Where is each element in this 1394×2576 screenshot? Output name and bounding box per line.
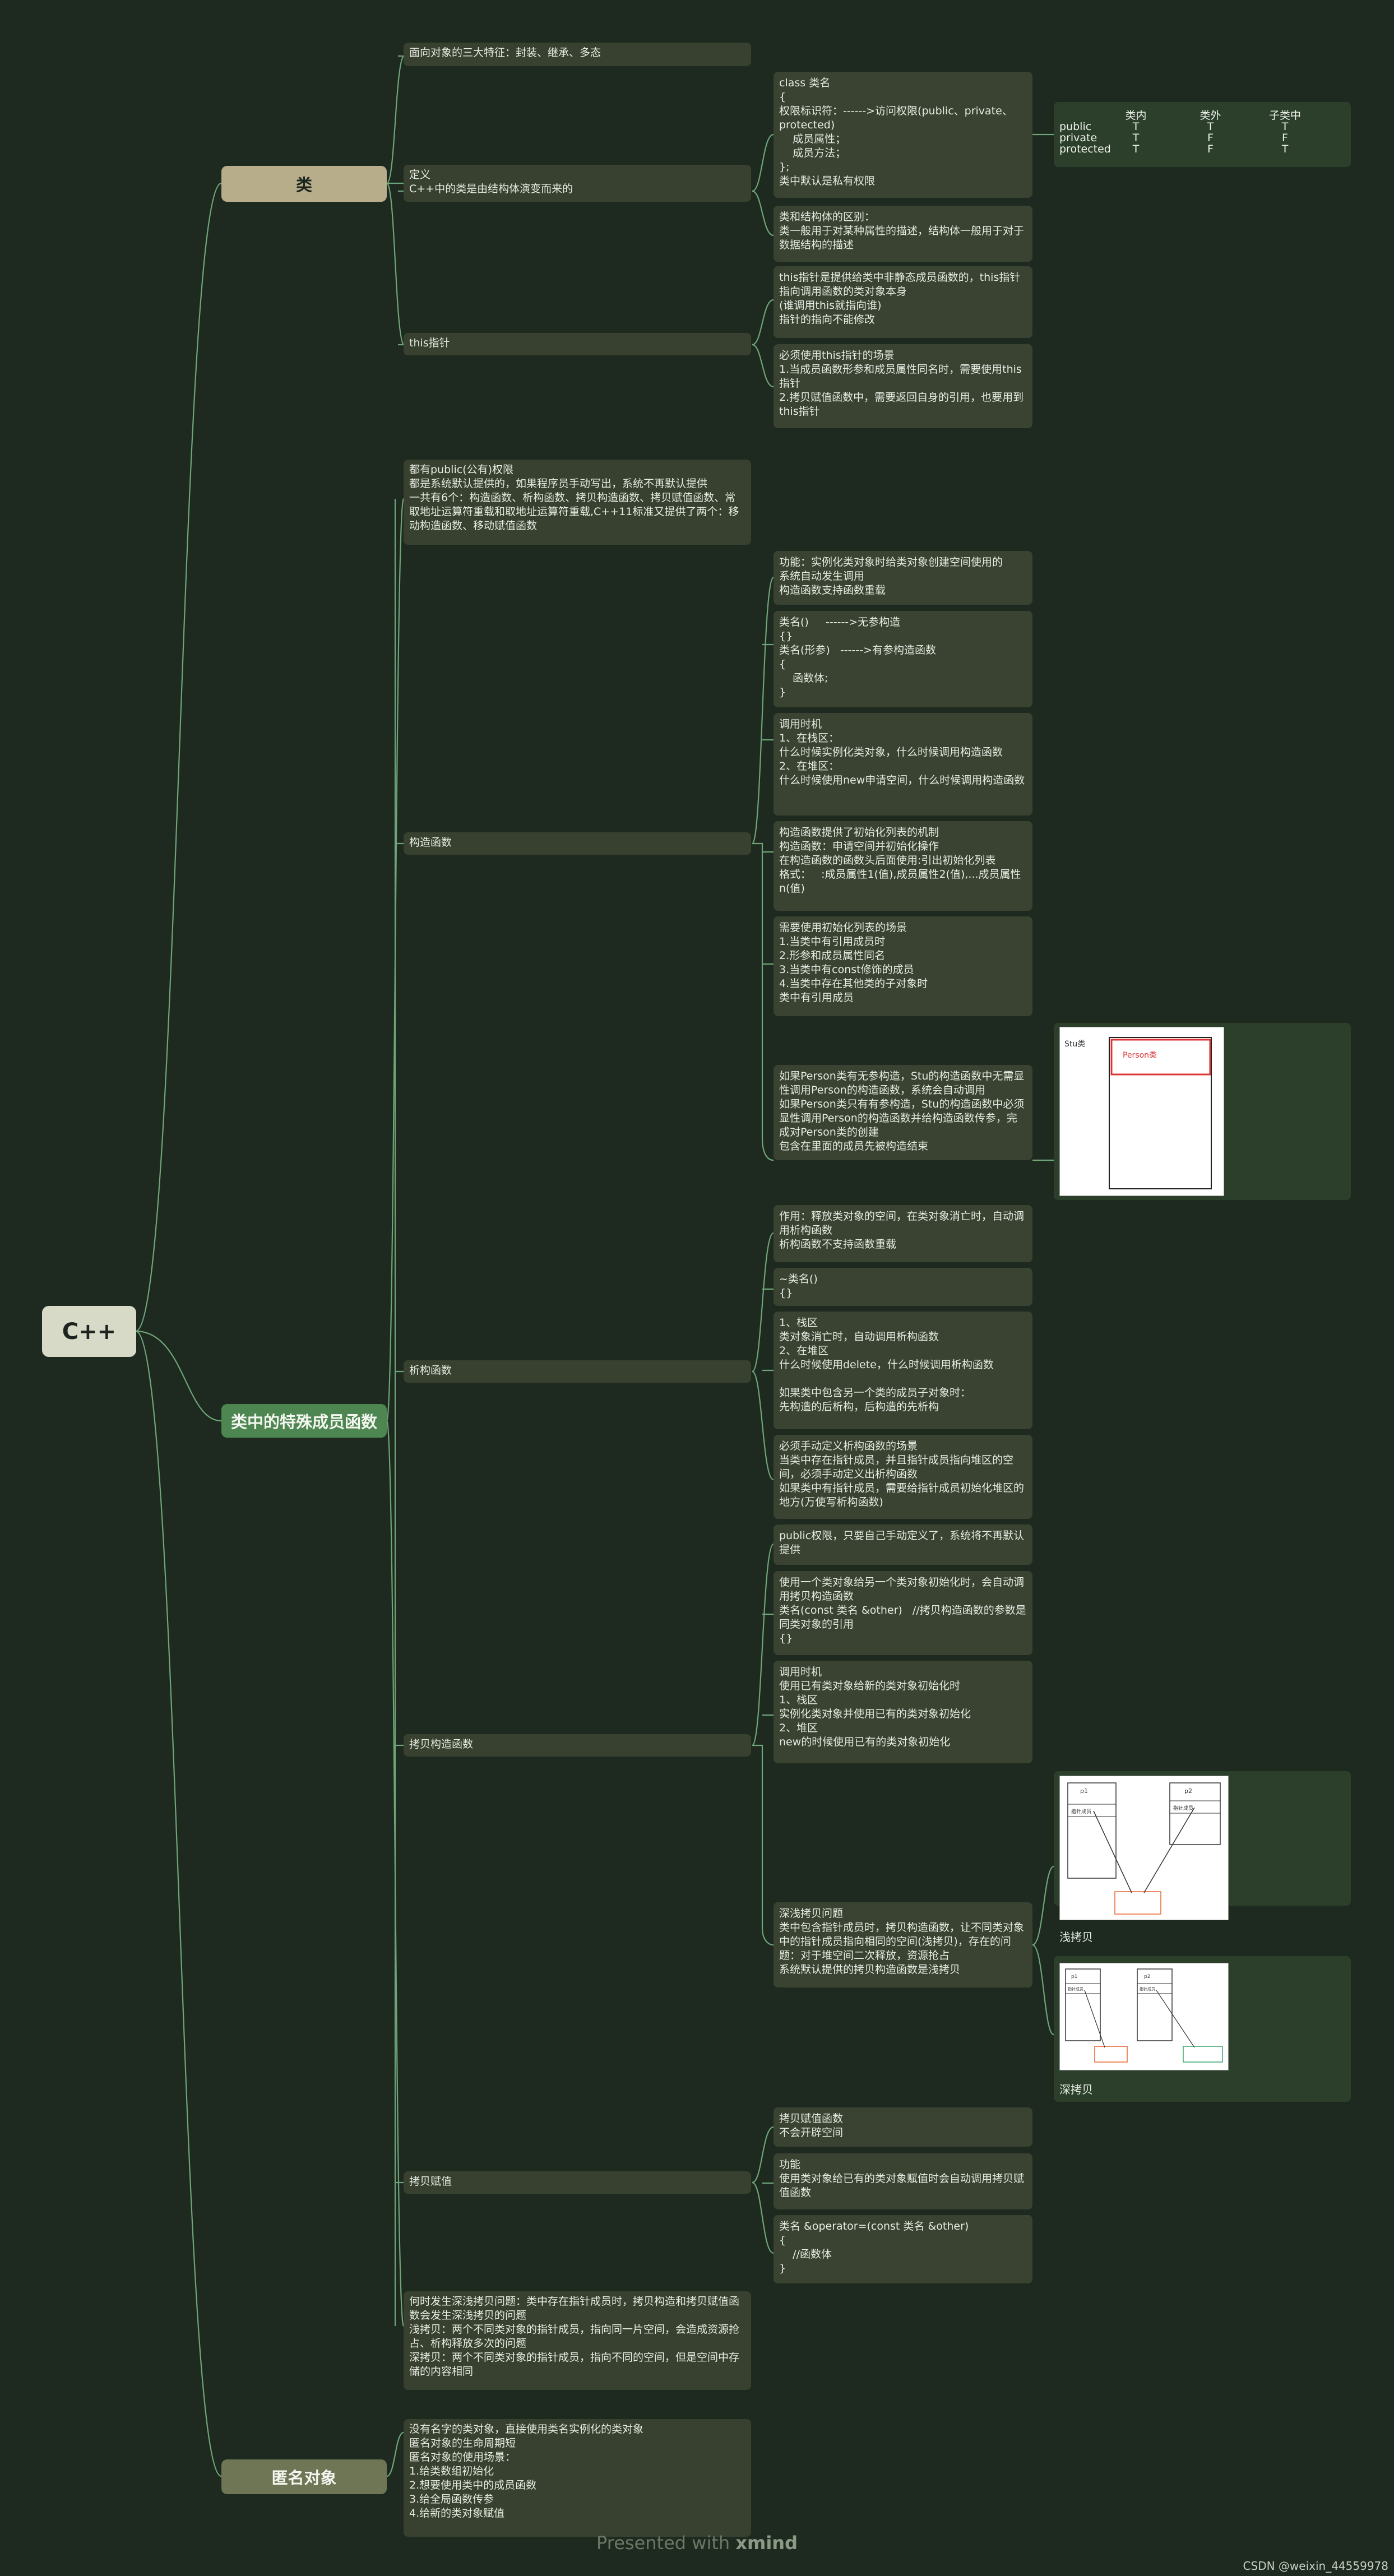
copy-ctor-timing-text: 调用时机 使用已有类对象给新的类对象初始化时 1、栈区 实例化类对象并使用已有的…: [779, 1666, 971, 1748]
constructor-node[interactable]: 构造函数: [404, 832, 751, 855]
default-members-text: 都有public(公有)权限 都是系统默认提供的，如果程序员手动写出，系统不再默…: [409, 464, 739, 532]
copy-ctor-access-node[interactable]: public权限，只要自己手动定义了，系统将不再默认提供: [774, 1525, 1032, 1565]
footer-prefix: Presented with: [596, 2532, 736, 2554]
shallow-p2-label: p2: [1184, 1787, 1192, 1795]
copy-constructor-node[interactable]: 拷贝构造函数: [404, 1734, 751, 1757]
deep-p2-field: 指针成员: [1140, 1986, 1155, 1991]
this-pointer-node[interactable]: this指针: [404, 333, 751, 355]
class-features-text: 面向对象的三大特征：封装、继承、多态: [409, 47, 601, 59]
ctor-timing-text: 调用时机 1、在栈区： 什么时候实例化类对象，什么时候调用构造函数 2、在堆区：…: [779, 718, 1025, 786]
ctor-syntax-node[interactable]: 类名() ------>无参构造 {} 类名(形参) ------>有参构造函数…: [774, 611, 1032, 707]
deep-shallow-note-text: 何时发生深浅拷贝问题：类中存在指针成员时，拷贝构造和拷贝赋值函数会发生深浅拷贝的…: [409, 2295, 740, 2378]
ctor-syntax-text: 类名() ------>无参构造 {} 类名(形参) ------>有参构造函数…: [779, 616, 937, 698]
copy-assignment-label: 拷贝赋值: [409, 2175, 452, 2188]
dtor-manual-node[interactable]: 必须手动定义析构函数的场景 当类中存在指针成员，并且指针成员指向堆区的空间，必须…: [774, 1435, 1032, 1519]
class-definition-node[interactable]: 定义 C++中的类是由结构体演变而来的: [404, 165, 751, 202]
ctor-subobject-node[interactable]: 如果Person类有无参构造，Stu的构造函数中无需显性调用Person的构造函…: [774, 1065, 1032, 1160]
main-node-special-members[interactable]: 类中的特殊成员函数: [221, 1404, 387, 1438]
this-pointer-usage-text: 必须使用this指针的场景 1.当成员函数形参和成员属性同名时，需要使用this…: [779, 349, 1024, 418]
main-node-special-label: 类中的特殊成员函数: [230, 1412, 377, 1431]
deep-shallow-copy-node[interactable]: 深浅拷贝问题 类中包含指针成员时，拷贝构造函数，让不同类对象中的指针成员指向相同…: [774, 1902, 1032, 1987]
deep-copy-diagram: p1 p2 指针成员 指针成员: [1059, 1963, 1229, 2070]
deep-p1-label: p1: [1071, 1974, 1077, 1980]
class-features-node[interactable]: 面向对象的三大特征：封装、继承、多态: [404, 43, 751, 66]
footer-watermark: Presented with xmind: [0, 2532, 1394, 2554]
copy-constructor-label: 拷贝构造函数: [409, 1738, 474, 1750]
shallow-p2-field: 指针成员: [1173, 1805, 1193, 1811]
class-vs-struct-text: 类和结构体的区别： 类一般用于对某种属性的描述，结构体一般用于对于数据结构的描述: [779, 211, 1025, 251]
copy-ctor-syntax-text: 使用一个类对象给另一个类对象初始化时，会自动调用拷贝构造函数 类名(const …: [779, 1576, 1026, 1644]
main-node-class[interactable]: 类: [221, 166, 387, 202]
dtor-manual-text: 必须手动定义析构函数的场景 当类中存在指针成员，并且指针成员指向堆区的空间，必须…: [779, 1440, 1025, 1508]
ctor-init-list-cases-node[interactable]: 需要使用初始化列表的场景 1.当类中有引用成员时 2.形参和成员属性同名 3.当…: [774, 916, 1032, 1016]
deep-p1-field: 指针成员: [1068, 1986, 1083, 1991]
main-node-class-label: 类: [295, 175, 312, 194]
copy-ctor-syntax-node[interactable]: 使用一个类对象给另一个类对象初始化时，会自动调用拷贝构造函数 类名(const …: [774, 1571, 1032, 1655]
class-syntax-text: class 类名 { 权限标识符：------>访问权限(public、priv…: [779, 77, 1013, 187]
root-node[interactable]: C++: [42, 1306, 136, 1357]
access-table-header: 类内 类外 子类中: [1125, 109, 1301, 122]
access-table-row: public T T T: [1059, 121, 1289, 133]
ctor-function-node[interactable]: 功能：实例化类对象时给类对象创建空间使用的 系统自动发生调用 构造函数支持函数重…: [774, 551, 1032, 605]
access-table-panel: [1054, 102, 1351, 167]
copy-assign-desc-text: 拷贝赋值函数 不会开辟空间: [779, 2112, 844, 2139]
stu-class-label: Stu类: [1064, 1040, 1085, 1049]
shallow-p1-label: p1: [1080, 1787, 1088, 1795]
access-table-row: protected T F T: [1059, 143, 1289, 155]
destructor-label: 析构函数: [409, 1364, 452, 1377]
dtor-syntax-text: ~类名() {}: [779, 1273, 818, 1299]
shallow-copy-caption: 浅拷贝: [1059, 1930, 1093, 1944]
this-pointer-desc-text: this指针是提供给类中非静态成员函数的，this指针指向调用函数的类对象本身 …: [779, 271, 1021, 326]
ctor-init-list-cases-text: 需要使用初始化列表的场景 1.当类中有引用成员时 2.形参和成员属性同名 3.当…: [779, 921, 928, 1004]
ctor-timing-node[interactable]: 调用时机 1、在栈区： 什么时候实例化类对象，什么时候调用构造函数 2、在堆区：…: [774, 713, 1032, 816]
main-node-anonymous-object[interactable]: 匿名对象: [221, 2459, 387, 2494]
this-pointer-usage-node[interactable]: 必须使用this指针的场景 1.当成员函数形参和成员属性同名时，需要使用this…: [774, 344, 1032, 428]
dtor-syntax-node[interactable]: ~类名() {}: [774, 1268, 1032, 1306]
copy-assign-function-node[interactable]: 功能 使用类对象给已有的类对象赋值时会自动调用拷贝赋值函数: [774, 2153, 1032, 2209]
ctor-subobject-text: 如果Person类有无参构造，Stu的构造函数中无需显性调用Person的构造函…: [779, 1070, 1025, 1152]
copy-assign-function-text: 功能 使用类对象给已有的类对象赋值时会自动调用拷贝赋值函数: [779, 2158, 1025, 2199]
deep-copy-caption: 深拷贝: [1059, 2083, 1093, 2096]
copy-assign-syntax-node[interactable]: 类名 &operator=(const 类名 &other) { //函数体 }: [774, 2215, 1032, 2283]
shallow-p1-field: 指针成员: [1071, 1808, 1091, 1815]
deep-p2-label: p2: [1144, 1974, 1150, 1980]
ctor-function-text: 功能：实例化类对象时给类对象创建空间使用的 系统自动发生调用 构造函数支持函数重…: [779, 556, 1003, 596]
anonymous-object-desc-text: 没有名字的类对象，直接使用类名实例化的类对象 匿名对象的生命周期短 匿名对象的使…: [409, 2423, 644, 2519]
default-members-node[interactable]: 都有public(公有)权限 都是系统默认提供的，如果程序员手动写出，系统不再默…: [404, 460, 751, 545]
copy-assign-syntax-text: 类名 &operator=(const 类名 &other) { //函数体 }: [779, 2220, 969, 2274]
dtor-timing-node[interactable]: 1、栈区 类对象消亡时，自动调用析构函数 2、在堆区 什么时候使用delete，…: [774, 1312, 1032, 1429]
stu-person-diagram: Stu类 Person类: [1059, 1027, 1224, 1196]
footer-brand: xmind: [735, 2532, 798, 2554]
person-class-label: Person类: [1123, 1051, 1157, 1060]
deep-shallow-copy-text: 深浅拷贝问题 类中包含指针成员时，拷贝构造函数，让不同类对象中的指针成员指向相同…: [779, 1907, 1025, 1976]
deep-shallow-note-node[interactable]: 何时发生深浅拷贝问题：类中存在指针成员时，拷贝构造和拷贝赋值函数会发生深浅拷贝的…: [404, 2291, 751, 2390]
shallow-copy-diagram: p1 p2 指针成员 指针成员: [1059, 1776, 1229, 1920]
ctor-init-list-node[interactable]: 构造函数提供了初始化列表的机制 构造函数：申请空间并初始化操作 在构造函数的函数…: [774, 821, 1032, 911]
class-vs-struct-node[interactable]: 类和结构体的区别： 类一般用于对某种属性的描述，结构体一般用于对于数据结构的描述: [774, 206, 1032, 262]
class-definition-text: 定义 C++中的类是由结构体演变而来的: [409, 169, 573, 195]
ctor-init-list-text: 构造函数提供了初始化列表的机制 构造函数：申请空间并初始化操作 在构造函数的函数…: [779, 826, 1021, 895]
access-table-row: private T F F: [1059, 132, 1288, 144]
main-node-anon-label: 匿名对象: [271, 2468, 337, 2487]
copy-ctor-timing-node[interactable]: 调用时机 使用已有类对象给新的类对象初始化时 1、栈区 实例化类对象并使用已有的…: [774, 1661, 1032, 1763]
constructor-label: 构造函数: [409, 836, 452, 849]
dtor-timing-text: 1、栈区 类对象消亡时，自动调用析构函数 2、在堆区 什么时候使用delete，…: [779, 1317, 994, 1413]
copy-ctor-access-text: public权限，只要自己手动定义了，系统将不再默认提供: [779, 1530, 1025, 1556]
author-credit: CSDN @weixin_44559978: [1243, 2559, 1388, 2573]
this-pointer-desc-node[interactable]: this指针是提供给类中非静态成员函数的，this指针指向调用函数的类对象本身 …: [774, 266, 1032, 338]
dtor-purpose-node[interactable]: 作用：释放类对象的空间，在类对象消亡时，自动调用析构函数 析构函数不支持函数重载: [774, 1205, 1032, 1262]
anonymous-object-desc-node[interactable]: 没有名字的类对象，直接使用类名实例化的类对象 匿名对象的生命周期短 匿名对象的使…: [404, 2419, 751, 2537]
root-label: C++: [62, 1318, 117, 1345]
destructor-node[interactable]: 析构函数: [404, 1360, 751, 1383]
class-syntax-node[interactable]: class 类名 { 权限标识符：------>访问权限(public、priv…: [774, 72, 1032, 198]
access-table: 类内 类外 子类中 public T T T private T F F pro…: [1059, 110, 1322, 155]
this-pointer-label: this指针: [409, 337, 450, 349]
dtor-purpose-text: 作用：释放类对象的空间，在类对象消亡时，自动调用析构函数 析构函数不支持函数重载: [779, 1210, 1025, 1250]
copy-assignment-node[interactable]: 拷贝赋值: [404, 2171, 751, 2194]
copy-assign-desc-node[interactable]: 拷贝赋值函数 不会开辟空间: [774, 2107, 1032, 2147]
